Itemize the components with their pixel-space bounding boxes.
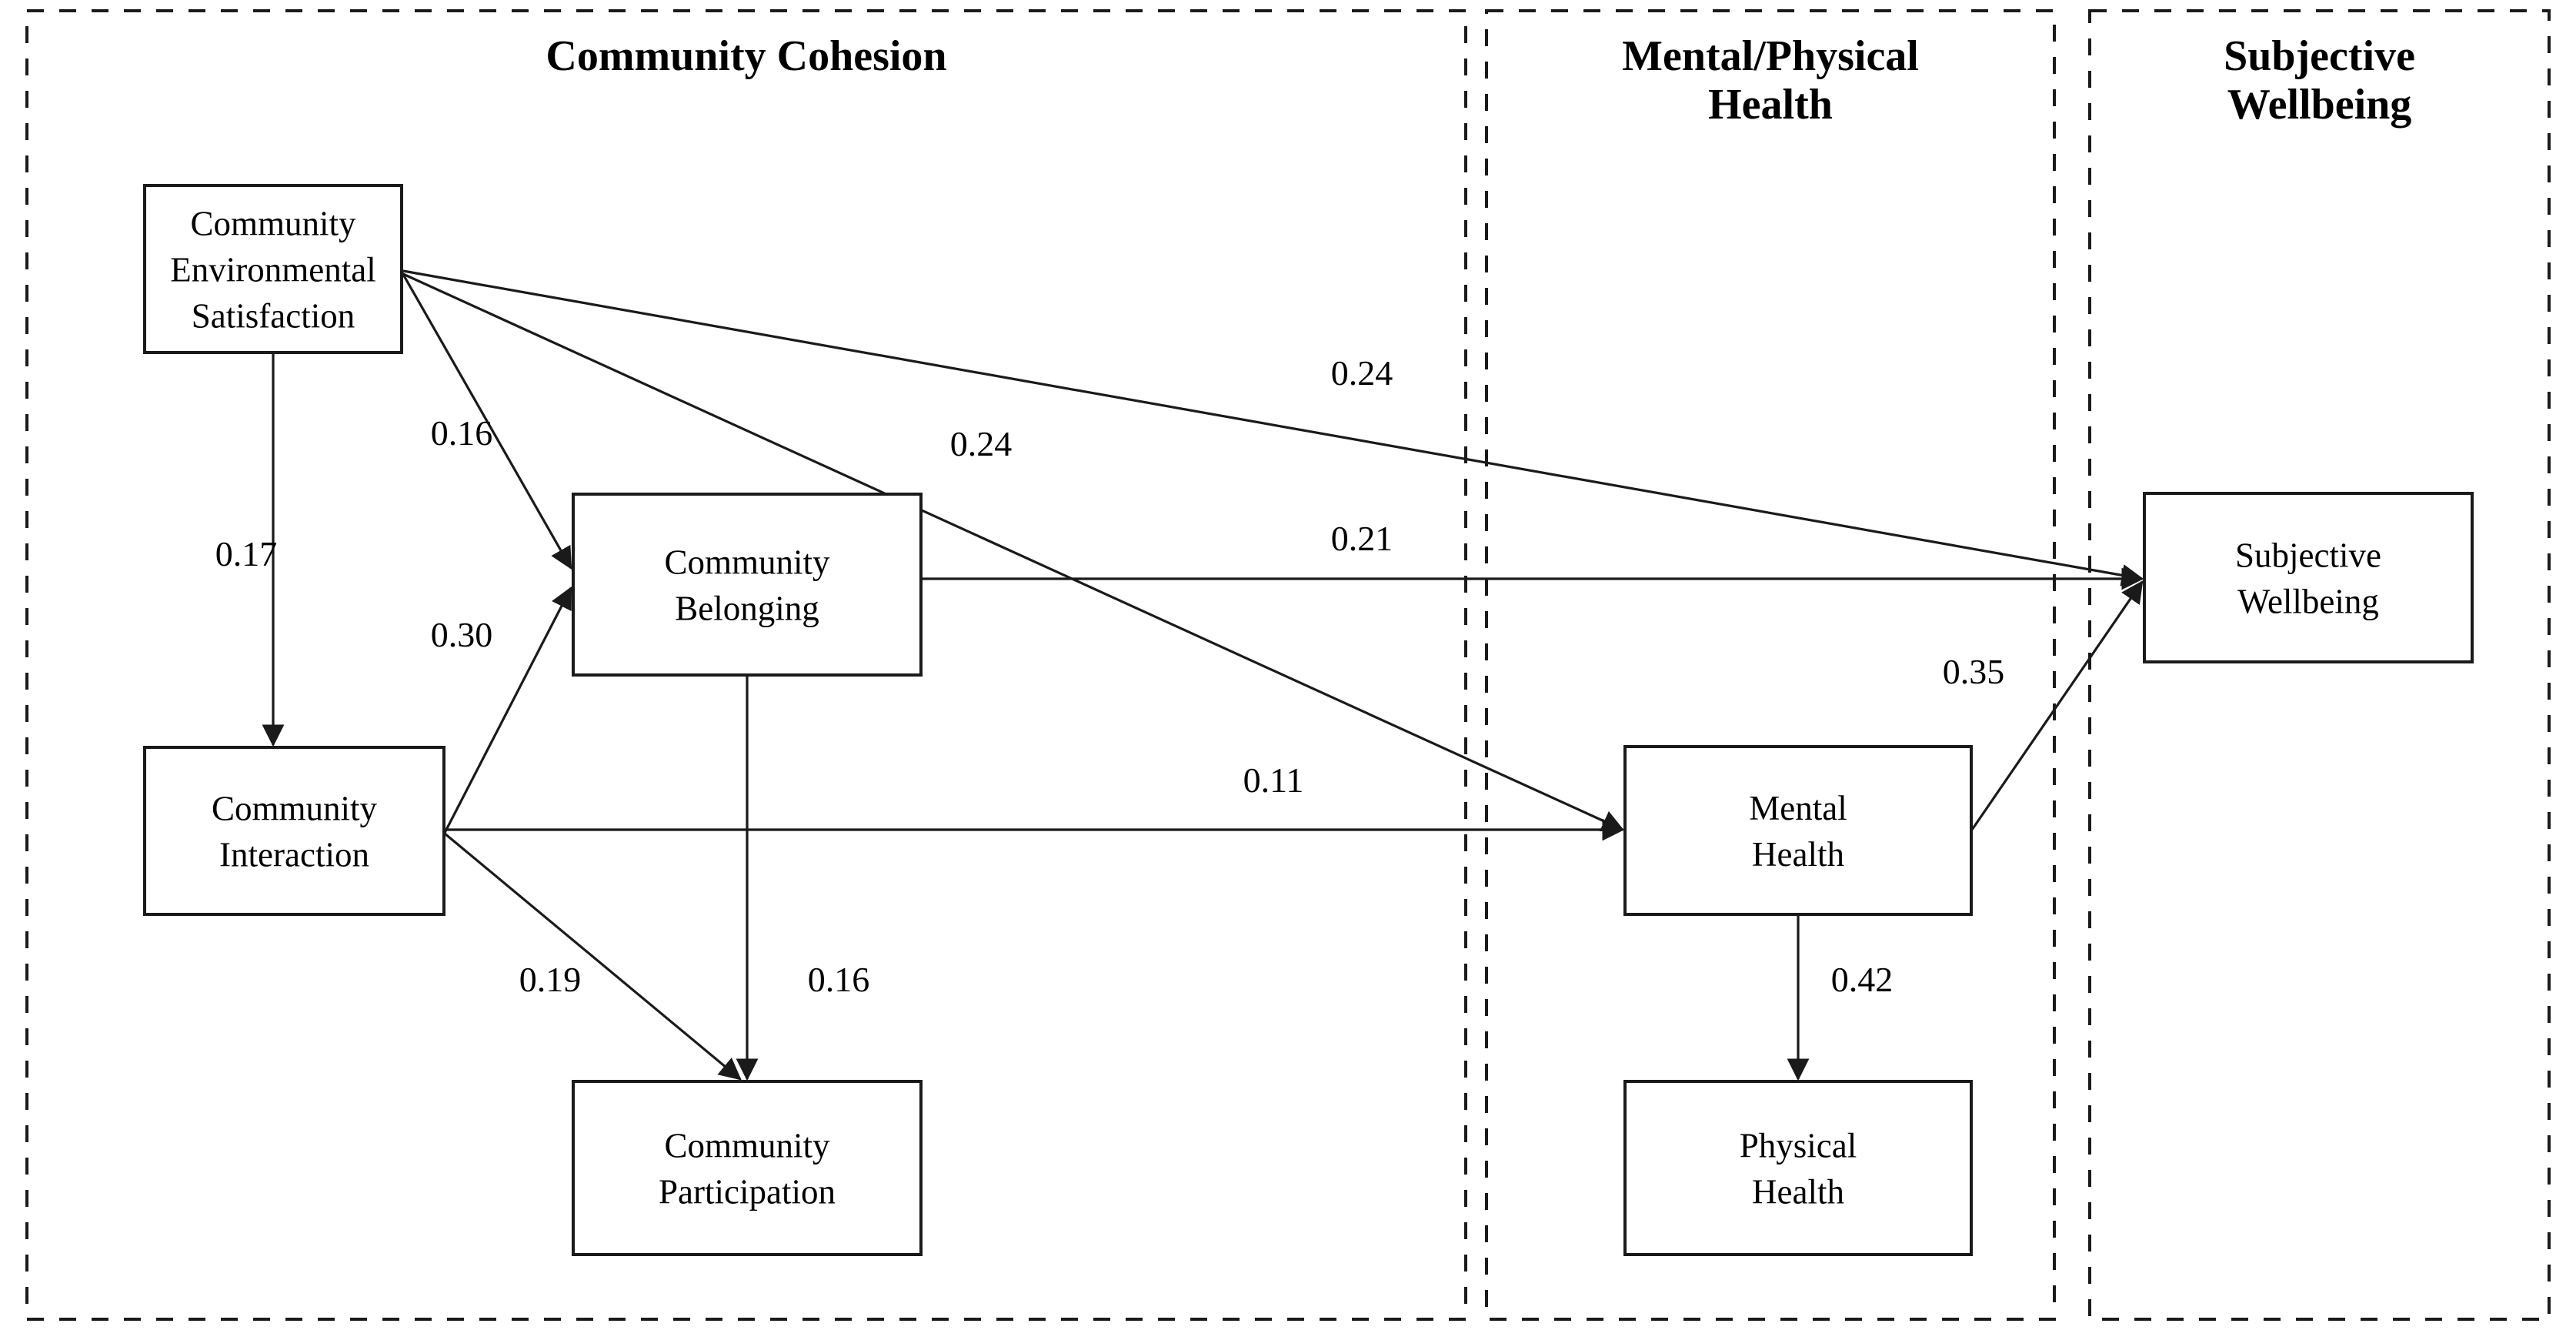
path-coefficient-ci-to-cp: 0.19 — [519, 960, 582, 999]
panel-title-line: Health — [1708, 80, 1833, 129]
node-rect-ph — [1623, 1080, 1973, 1256]
node-rect-mh — [1623, 745, 1973, 916]
panel-title-community-cohesion: Community Cohesion — [546, 32, 947, 80]
path-arrow-ci-to-cp — [443, 832, 742, 1081]
path-coefficient-ces-to-ci: 0.17 — [215, 534, 278, 573]
panel-border-subjective-wellbeing — [2088, 9, 2551, 1321]
node-label-ci: Interaction — [219, 835, 369, 874]
node-label-cb: Belonging — [675, 589, 819, 627]
nodes-layer: CommunityEnvironmentalSatisfactionCommun… — [143, 184, 2474, 1256]
panel-title-line: Subjective — [2224, 32, 2415, 80]
node-label-ph: Health — [1752, 1172, 1844, 1211]
path-coefficient-ces-to-mh: 0.24 — [950, 424, 1013, 463]
node-rect-ci — [143, 746, 445, 916]
node-label-ces: Community — [190, 204, 356, 242]
node-label-ces: Satisfaction — [192, 296, 355, 335]
path-coefficient-cb-to-cp: 0.16 — [808, 960, 870, 999]
node-label-cp: Participation — [659, 1172, 836, 1211]
path-coefficient-ces-to-swb: 0.24 — [1331, 353, 1393, 393]
node-rect-cp — [572, 1080, 923, 1256]
node-label-ph: Physical — [1740, 1126, 1857, 1165]
node-label-swb: Subjective — [2235, 536, 2381, 574]
path-coefficient-ci-to-mh: 0.11 — [1243, 760, 1304, 800]
panels-layer — [25, 9, 2551, 1321]
edges-layer: 0.17 0.16 0.24 0.24 0.30 0.11 0.19 0.21 0.16 0.35… — [215, 269, 2144, 1081]
node-label-mh: Mental — [1749, 789, 1847, 827]
panel-border-community-cohesion — [25, 9, 1467, 1321]
path-arrow-ces-to-mh — [402, 272, 1625, 832]
node-label-ces: Environmental — [170, 250, 375, 289]
path-coefficient-mh-to-swb: 0.35 — [1943, 652, 2005, 691]
node-rect-ces — [143, 184, 403, 354]
path-coefficient-ces-to-cb: 0.16 — [431, 413, 493, 453]
path-arrow-ces-to-cb — [400, 271, 572, 570]
path-coefficient-cb-to-swb: 0.21 — [1331, 519, 1393, 558]
path-arrow-ci-to-cb — [443, 586, 572, 834]
node-label-cp: Community — [664, 1126, 830, 1165]
node-rect-swb — [2143, 492, 2474, 663]
panel-title-line: Mental/Physical — [1622, 32, 1919, 80]
path-arrow-ces-to-swb — [402, 269, 2144, 586]
node-label-swb: Wellbeing — [2237, 582, 2379, 620]
path-coefficient-mh-to-ph: 0.42 — [1831, 960, 1894, 999]
node-label-cb: Community — [664, 543, 830, 581]
path-arrow-mh-to-swb — [1970, 580, 2144, 830]
node-rect-cb — [572, 493, 923, 677]
panel-title-line: Wellbeing — [2227, 80, 2412, 129]
node-label-ci: Community — [212, 789, 378, 827]
path-coefficient-ci-to-cb: 0.30 — [431, 615, 493, 654]
node-label-mh: Health — [1752, 835, 1844, 874]
